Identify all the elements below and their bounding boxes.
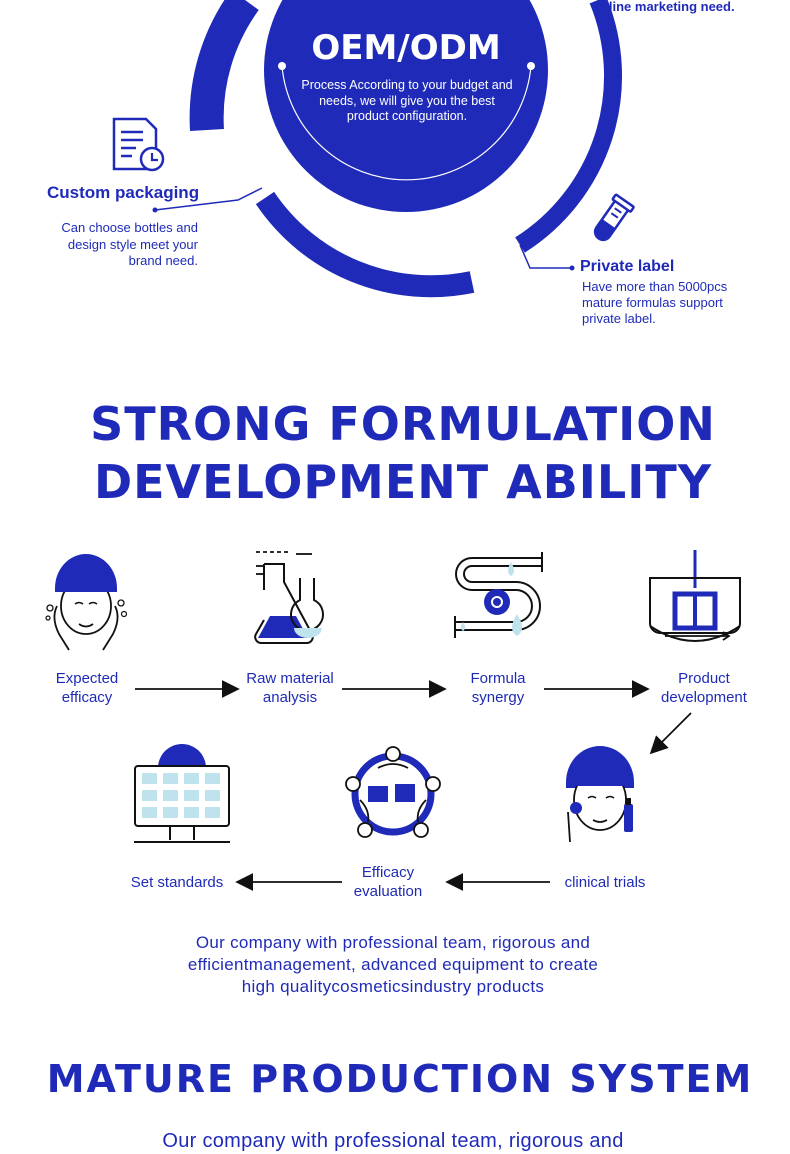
private-label-title: Private label xyxy=(580,258,675,275)
mixing-tank-icon xyxy=(649,550,741,642)
standards-panel-icon xyxy=(134,744,230,843)
arrow-down-left xyxy=(649,712,692,755)
oem-description: Process According to your budget and nee… xyxy=(301,78,513,123)
ring-arc-right xyxy=(515,0,622,253)
test-tube-icon xyxy=(593,193,635,242)
custom-packaging-description: Can choose bottles and design style meet… xyxy=(61,220,198,268)
oem-section: OEM/ODM Process According to your budget… xyxy=(0,0,790,340)
ring-arc-bottom xyxy=(255,191,475,298)
efficacy-team-icon xyxy=(345,746,441,838)
oem-ring-graphic xyxy=(152,0,622,298)
formulation-title-line1: STRONG FORMULATION xyxy=(90,397,716,451)
face-wash-icon xyxy=(45,554,127,651)
flow-arrows xyxy=(135,680,692,891)
document-clock-icon xyxy=(112,117,165,172)
formulation-title-line2: DEVELOPMENT ABILITY xyxy=(93,455,713,509)
top-right-text: online marketing need. xyxy=(593,0,735,14)
formulation-paragraph: Our company with professional team, rigo… xyxy=(187,933,599,996)
lab-flask-icon xyxy=(254,551,324,644)
ring-arc-left xyxy=(189,0,259,132)
oem-center-circle xyxy=(264,0,548,212)
clinical-trial-face-icon xyxy=(566,746,634,843)
oem-title: OEM/ODM xyxy=(311,28,501,68)
step-set-standards: Set standards xyxy=(130,874,224,891)
production-paragraph: Our company with professional team, rigo… xyxy=(162,1130,624,1152)
custom-packaging-title: Custom packaging xyxy=(47,183,200,202)
step-clinical-trials: clinical trials xyxy=(564,874,646,891)
formula-synergy-icon xyxy=(454,552,543,638)
production-title: MATURE PRODUCTION SYSTEM xyxy=(46,1057,754,1101)
private-label-description: Have more than 5000pcs mature formulas s… xyxy=(582,279,728,326)
